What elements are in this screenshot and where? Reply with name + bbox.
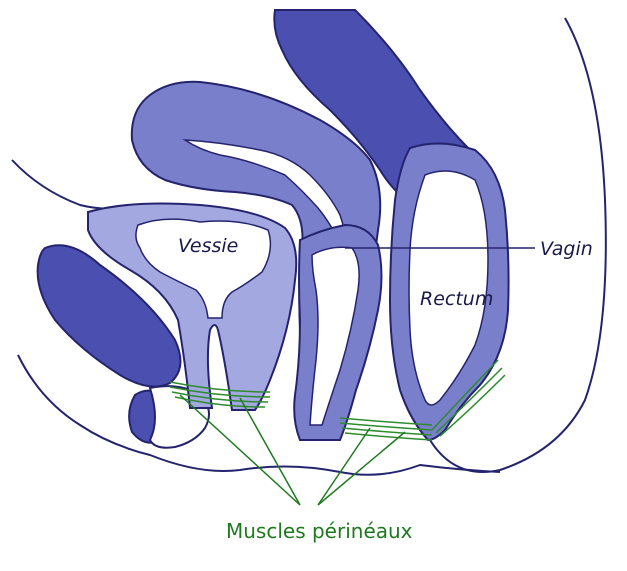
muscle-leader-lines xyxy=(180,395,405,505)
abdomen-contour xyxy=(12,160,118,209)
muscles-label: Muscles périnéaux xyxy=(226,519,413,543)
vagina-label: Vagin xyxy=(540,238,593,260)
bladder-label: Vessie xyxy=(178,235,238,257)
rectum-label: Rectum xyxy=(420,288,493,310)
